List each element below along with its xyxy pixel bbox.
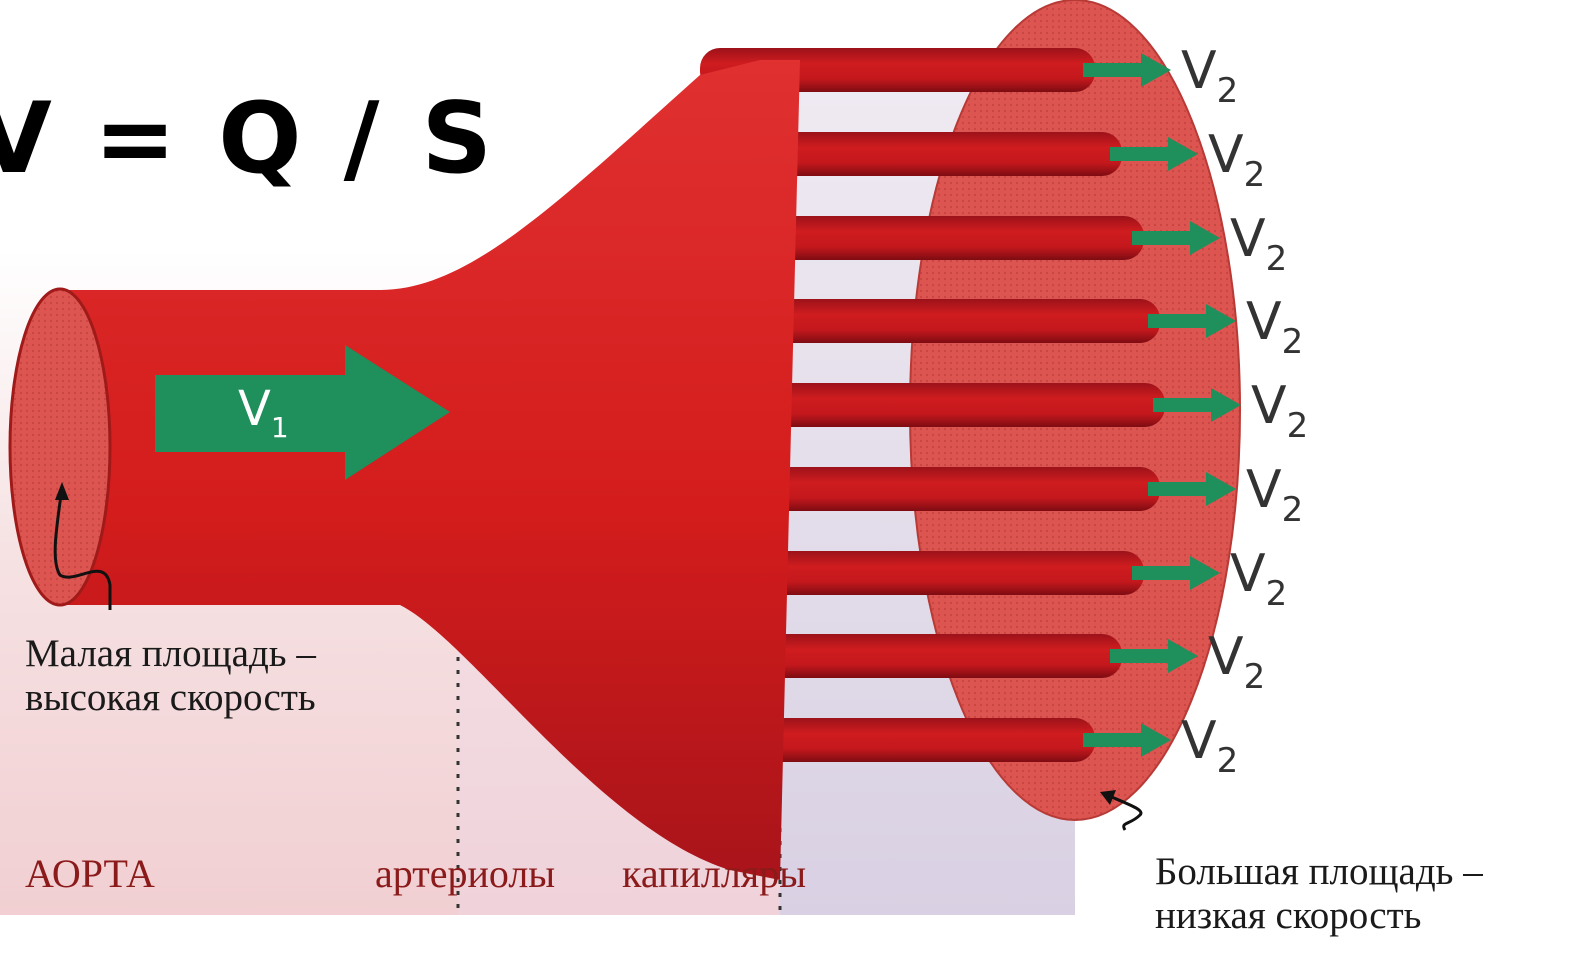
outlet-velocity-label: V2 xyxy=(1246,460,1303,530)
outlet-velocity-label: V2 xyxy=(1230,209,1287,279)
outlet-velocity-label: V2 xyxy=(1181,711,1238,781)
formula-title: V = Q / S xyxy=(0,82,496,196)
outlet-velocity-label: V2 xyxy=(1251,376,1308,446)
aorta-opening xyxy=(10,289,110,605)
small-area-caption: Малая площадь – высокая скорость xyxy=(25,632,316,720)
outlet-velocity-label: V2 xyxy=(1208,627,1265,697)
large-area-caption-line1: Большая площадь – xyxy=(1155,850,1483,894)
large-area-caption-line2: низкая скорость xyxy=(1155,894,1483,938)
outlet-velocity-label: V2 xyxy=(1246,292,1303,362)
label-capillaries: капилляры xyxy=(622,850,806,897)
large-area-caption: Большая площадь – низкая скорость xyxy=(1155,850,1483,938)
small-area-caption-line1: Малая площадь – xyxy=(25,632,316,676)
outlet-velocity-label: V2 xyxy=(1181,41,1238,111)
label-arterioles: артериолы xyxy=(375,850,555,897)
label-aorta: АОРТА xyxy=(25,850,155,897)
outlet-velocity-label: V2 xyxy=(1208,125,1265,195)
outlet-velocity-label: V2 xyxy=(1230,544,1287,614)
small-area-caption-line2: высокая скорость xyxy=(25,676,316,720)
